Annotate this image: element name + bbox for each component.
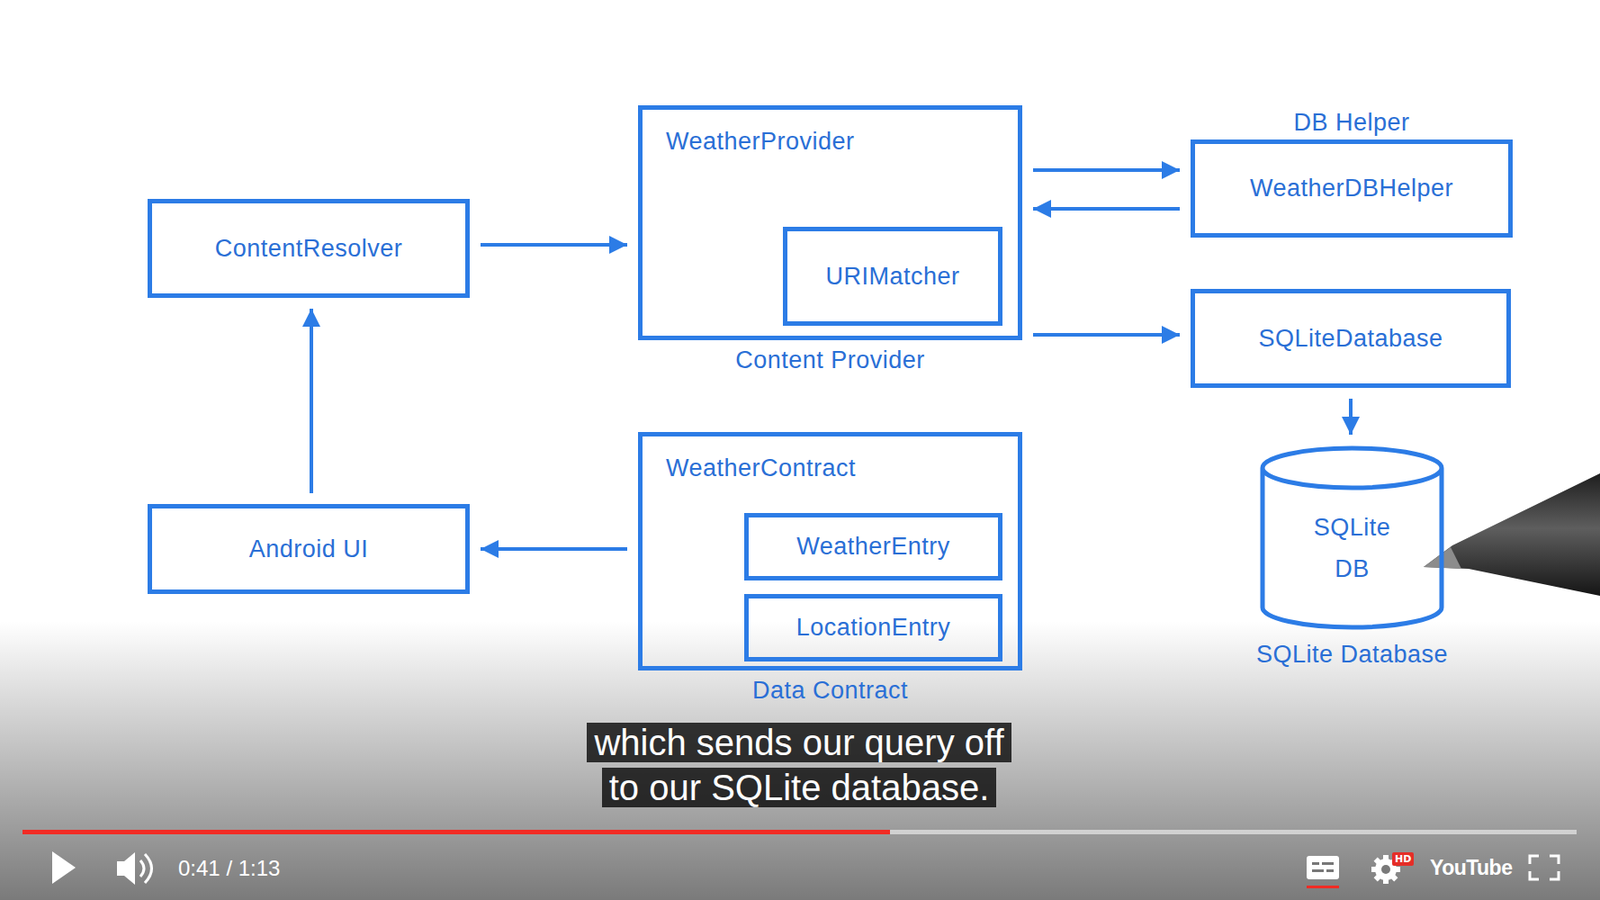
box-label: SQLite DB xyxy=(1307,507,1398,591)
fullscreen-icon xyxy=(1529,855,1559,880)
entry-box: LocationEntry xyxy=(744,593,1003,662)
box-label: URIMatcher xyxy=(825,262,960,291)
matcher-box: URIMatcher xyxy=(782,226,1003,326)
hd-badge: HD xyxy=(1392,852,1414,866)
box-label: WeatherDBHelper xyxy=(1249,174,1454,203)
corner-bracket xyxy=(1549,855,1559,864)
progress-played xyxy=(22,829,890,835)
database-cylinder: SQLite DBSQLite Database xyxy=(1259,445,1445,630)
volume-icon xyxy=(116,852,153,885)
box-label: ContentResolver xyxy=(215,234,404,263)
time-display: 0:41 / 1:13 xyxy=(178,855,280,881)
captions-line xyxy=(1321,862,1334,865)
group-heading: Content Provider xyxy=(735,346,926,375)
contract-box: WeatherContractData ContractWeatherEntry… xyxy=(638,431,1023,671)
helper-box: DB HelperWeatherDBHelper xyxy=(1190,139,1513,238)
arrow-connector xyxy=(1348,398,1353,435)
arrow-connector xyxy=(1033,168,1180,172)
captions-active-bar xyxy=(1306,885,1340,889)
captions-icon xyxy=(1306,855,1340,889)
gear-hole xyxy=(1381,864,1391,874)
class-heading: WeatherContract xyxy=(665,454,856,483)
corner-bracket xyxy=(1529,855,1539,864)
entry-box: WeatherEntry xyxy=(744,512,1003,581)
speaker-shape xyxy=(116,852,135,885)
group-heading: SQLite Database xyxy=(1256,640,1448,669)
youtube-logo: YouTube xyxy=(1429,855,1512,880)
box-label: WeatherEntry xyxy=(796,532,951,561)
group-heading: Data Contract xyxy=(752,676,908,705)
sound-wave xyxy=(144,853,153,883)
resolver-box: ContentResolver xyxy=(147,198,470,298)
corner-bracket xyxy=(1549,871,1559,880)
arrow-connector xyxy=(480,242,628,247)
box-label: LocationEntry xyxy=(796,613,952,642)
stylus-pen xyxy=(1423,473,1600,596)
hd-badge-holder: HD xyxy=(1392,849,1414,866)
arrow-connector xyxy=(1033,332,1180,337)
database-class-box: SQLiteDatabase xyxy=(1190,288,1511,388)
youtube-logo-holder: YouTube xyxy=(1429,855,1512,881)
group-heading: DB Helper xyxy=(1293,108,1410,137)
box-label: SQLiteDatabase xyxy=(1258,324,1443,353)
corner-bracket xyxy=(1529,871,1539,880)
time-display-holder: 0:41 / 1:13 xyxy=(178,855,280,881)
play-icon xyxy=(52,851,76,884)
sound-wave xyxy=(140,860,144,877)
progress-track xyxy=(22,829,1577,835)
arrow-connector xyxy=(1033,206,1180,211)
provider-box: WeatherProviderContent ProviderURIMatche… xyxy=(638,105,1023,341)
box-label: Android UI xyxy=(249,535,369,564)
captions-line xyxy=(1312,862,1320,865)
captions-frame xyxy=(1306,855,1340,880)
arrow-connector xyxy=(309,308,314,494)
ui-box: Android UI xyxy=(147,503,470,594)
class-heading: WeatherProvider xyxy=(665,127,855,156)
captions-line xyxy=(1312,869,1324,872)
pen-body xyxy=(1423,473,1600,596)
arrow-connector xyxy=(480,547,628,551)
cylinder-shape xyxy=(1262,448,1442,628)
video-subtitle: which sends our query off to our SQLite … xyxy=(586,722,1011,808)
captions-line xyxy=(1326,869,1334,872)
video-subtitle-holder: which sends our query off to our SQLite … xyxy=(578,719,1020,810)
